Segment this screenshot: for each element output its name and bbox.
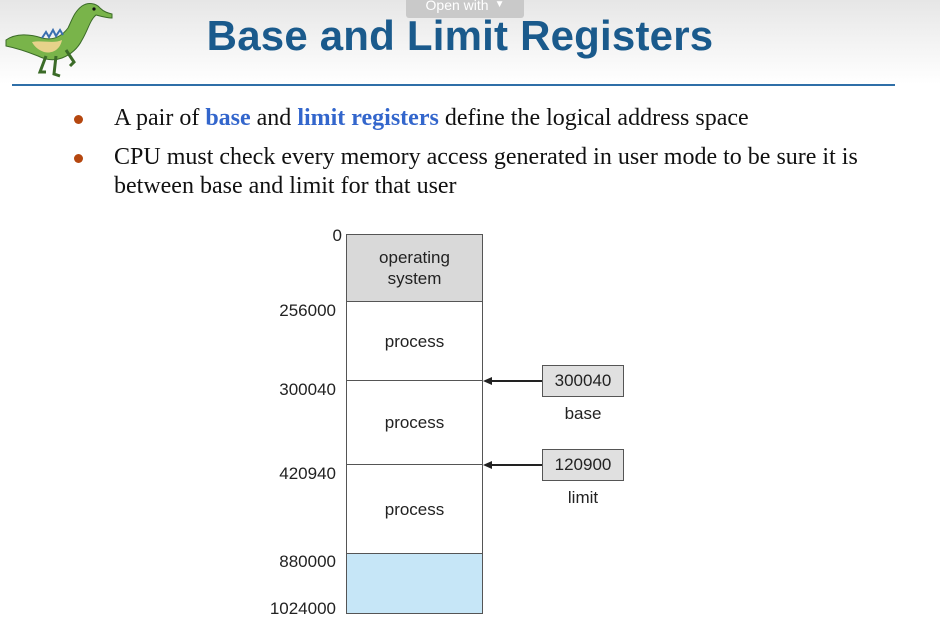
open-with-button[interactable]: Open with ▼ (406, 0, 524, 18)
address-label: 880000 (279, 552, 336, 571)
base-register-value: 300040 (554, 371, 612, 390)
base-keyword: base (205, 105, 251, 131)
operating-system-segment: operating system (346, 234, 483, 302)
title-divider (12, 84, 895, 86)
limit-pointer-arrow-icon (483, 461, 542, 469)
limit-register-box: 120900 (542, 449, 624, 481)
segment-label: process (384, 499, 445, 519)
base-register-box: 300040 (542, 365, 624, 397)
open-with-label: Open with (425, 0, 489, 13)
bullet-dot-icon (74, 115, 83, 124)
address-label: 0 (332, 226, 342, 245)
bullet-text: and (250, 105, 298, 131)
segment-label: process (384, 413, 445, 432)
limit-register-value: 120900 (554, 455, 612, 474)
process-segment: process (346, 464, 483, 554)
segment-label: system (387, 269, 442, 288)
slide-title: Base and Limit Registers (206, 12, 714, 59)
free-memory-segment (346, 553, 483, 614)
address-label: 256000 (279, 301, 336, 320)
base-register-label: base (564, 404, 602, 423)
process-segment: process (346, 380, 483, 465)
bullet-item: CPU must check every memory access gener… (70, 143, 930, 201)
dinosaur-logo-icon (5, 3, 113, 78)
process-segment: process (346, 301, 483, 381)
limit-registers-keyword: limit registers (297, 105, 439, 131)
bullet-list: A pair of base and limit registers defin… (70, 104, 930, 211)
bullet-item: A pair of base and limit registers defin… (70, 104, 930, 133)
base-pointer-arrow-icon (483, 377, 542, 385)
segment-label: process (384, 331, 445, 351)
address-label: 420940 (279, 464, 336, 483)
address-label: 1024000 (269, 599, 336, 618)
bullet-dot-icon (74, 154, 83, 163)
chevron-down-icon: ▼ (494, 0, 505, 10)
limit-register-label: limit (567, 488, 599, 507)
bullet-text: CPU must check every memory access gener… (114, 144, 858, 199)
memory-diagram: 0 256000 300040 420940 880000 1024000 op… (262, 222, 624, 623)
bullet-text: define the logical address space (438, 105, 749, 131)
segment-label: operating (379, 248, 450, 267)
bullet-text: A pair of (114, 105, 206, 131)
address-label: 300040 (279, 380, 336, 399)
